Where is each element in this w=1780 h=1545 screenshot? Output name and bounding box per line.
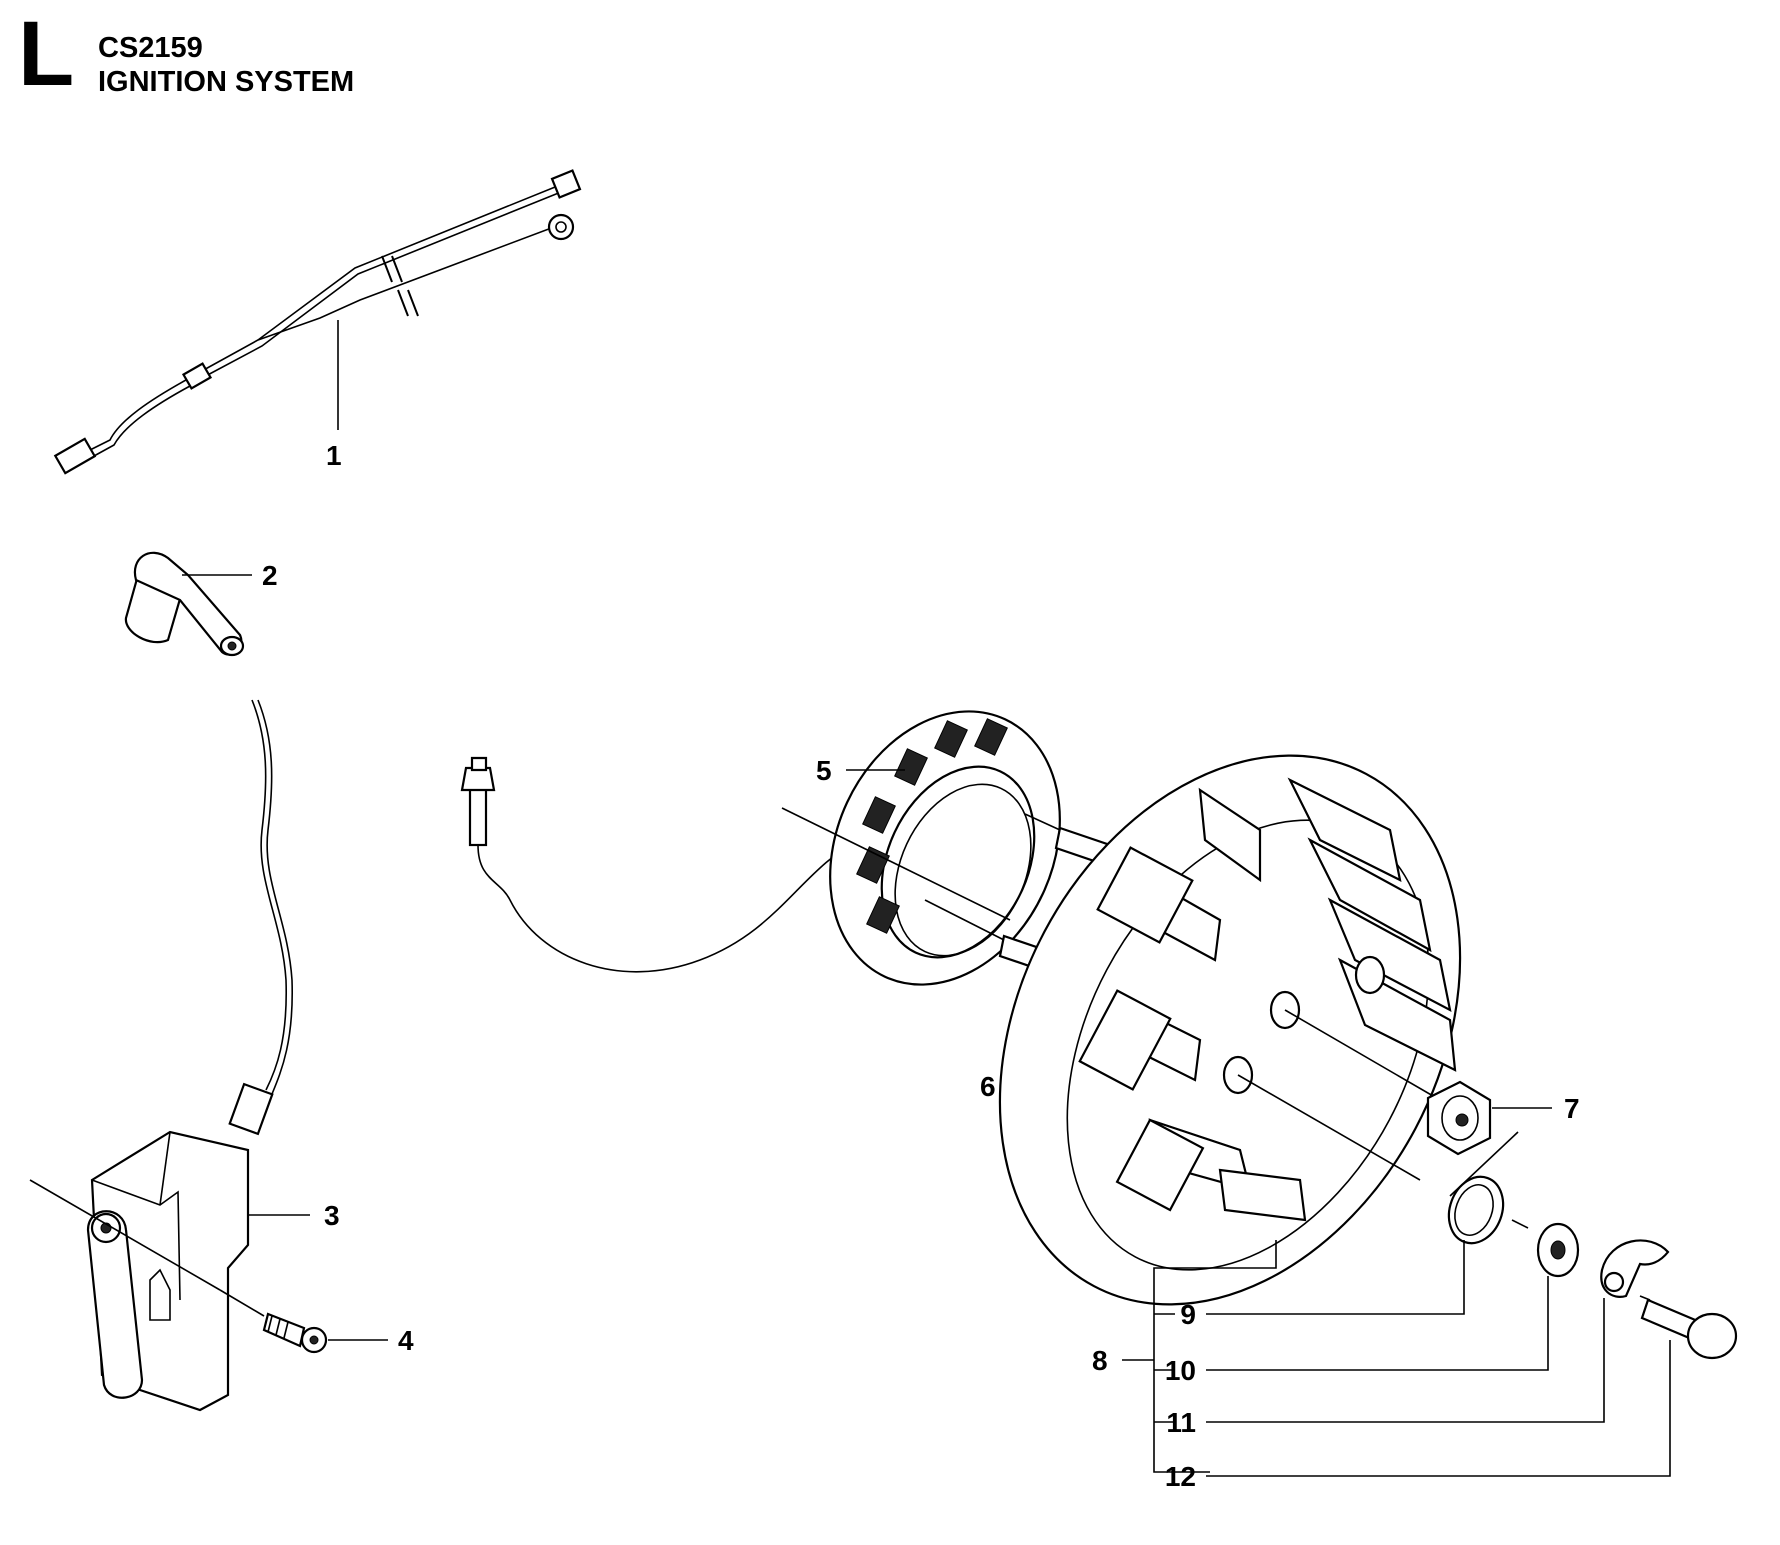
part-10-washer[interactable]: [1206, 1219, 1580, 1371]
callout-2: 2: [262, 560, 278, 591]
part-7-nut[interactable]: [1426, 1080, 1552, 1156]
part-3-ignition-module[interactable]: [29, 699, 310, 1412]
callout-12: 12: [1165, 1461, 1196, 1492]
callout-11: 11: [1166, 1407, 1196, 1438]
section-letter: L: [18, 3, 74, 105]
callout-9: 9: [1180, 1299, 1196, 1330]
callout-7: 7: [1564, 1093, 1580, 1124]
part-5-stator-ring[interactable]: [460, 674, 1103, 1023]
part-1-wire-harness[interactable]: [53, 169, 582, 475]
callout-4: 4: [398, 1325, 414, 1356]
callout-1: 1: [326, 440, 342, 471]
model-number: CS2159: [98, 32, 203, 64]
part-11-pawl[interactable]: [1206, 1239, 1670, 1423]
callout-5: 5: [816, 755, 832, 786]
callout-8: 8: [1092, 1345, 1108, 1376]
part-9-spring[interactable]: [1206, 1131, 1519, 1315]
part-8-flywheel[interactable]: [908, 675, 1551, 1473]
part-2-spark-plug-cap[interactable]: [124, 551, 252, 657]
part-12-pin[interactable]: [1206, 1295, 1738, 1477]
part-4-screw[interactable]: [219, 1289, 388, 1354]
callout-3: 3: [324, 1200, 340, 1231]
page-title: IGNITION SYSTEM: [98, 66, 355, 98]
callout-10: 10: [1165, 1355, 1196, 1386]
callout-6: 6: [980, 1071, 996, 1102]
